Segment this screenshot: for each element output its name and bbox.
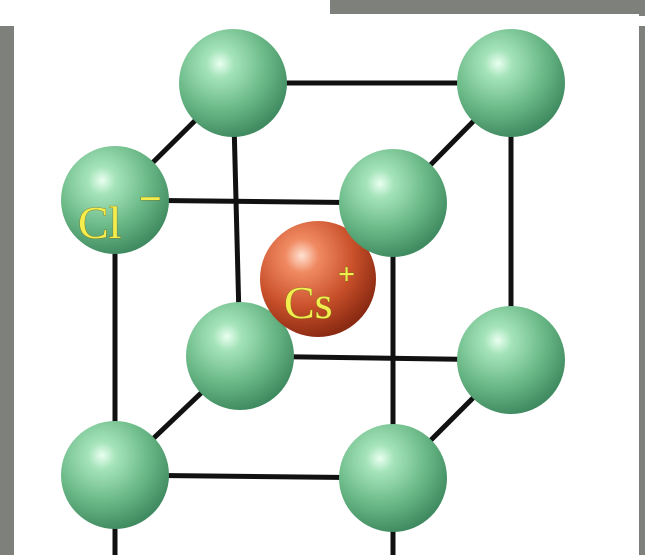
cl-ion-back-top-left xyxy=(179,29,287,137)
cl-ion-back-bottom-right xyxy=(457,306,565,414)
cl-ion-front-bottom-left xyxy=(61,421,169,529)
chloride-ions xyxy=(61,29,565,532)
cs-ion-center xyxy=(260,221,376,337)
cl-ion-back-top-right xyxy=(457,29,565,137)
cl-ion-front-top-left xyxy=(61,146,169,254)
cl-ion-front-top-right xyxy=(339,149,447,257)
cesium-charge: + xyxy=(338,258,355,291)
cl-ion-back-bottom-left xyxy=(186,302,294,410)
chloride-label: Cl xyxy=(78,197,121,248)
cl-ion-front-bottom-right xyxy=(339,424,447,532)
chloride-charge: − xyxy=(139,176,162,221)
cesium-label: Cs xyxy=(284,277,333,328)
